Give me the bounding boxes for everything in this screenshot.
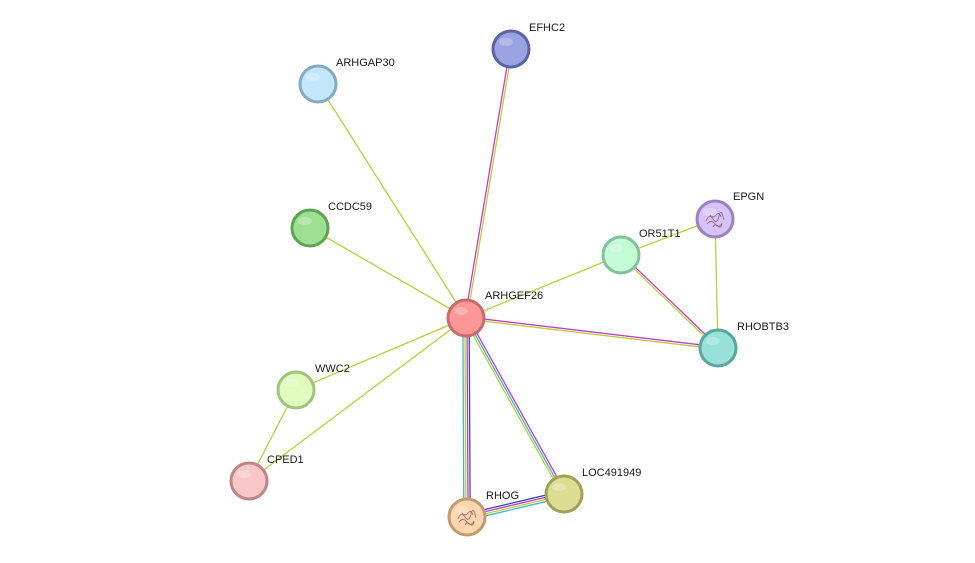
edge-or51t1-rhobtb3[interactable] — [619, 253, 720, 350]
node-ccdc59[interactable]: CCDC59 — [290, 201, 372, 248]
node-label: OR51T1 — [639, 228, 681, 240]
edge-arhgef26-efhc2[interactable] — [464, 48, 513, 319]
node-highlight — [454, 307, 468, 315]
edge-epgn-rhobtb3[interactable] — [714, 218, 719, 349]
node-highlight — [306, 73, 320, 81]
node-highlight — [237, 470, 251, 478]
edge-evidence-line — [714, 218, 719, 349]
node-circle — [298, 64, 338, 104]
edge-evidence-line — [463, 318, 563, 496]
edge-arhgef26-or51t1[interactable] — [465, 254, 622, 319]
node-circle — [276, 370, 316, 410]
edge-evidence-line — [466, 48, 513, 319]
node-loc491949[interactable]: LOC491949 — [544, 467, 641, 514]
edge-arhgef26-cped1[interactable] — [248, 317, 467, 482]
edge-evidence-line — [621, 253, 720, 348]
node-highlight — [706, 337, 720, 345]
node-highlight — [499, 38, 513, 46]
node-label: RHOBTB3 — [737, 321, 789, 333]
edge-evidence-line — [465, 316, 719, 348]
edges-layer — [248, 48, 720, 521]
node-highlight — [284, 379, 298, 387]
edge-evidence-line — [619, 255, 718, 350]
edge-evidence-line — [462, 317, 465, 518]
node-circle — [601, 235, 641, 275]
edge-evidence-line — [466, 317, 469, 518]
edge-evidence-line — [465, 317, 565, 495]
node-highlight — [298, 217, 312, 225]
node-highlight — [552, 483, 566, 491]
node-label: ARHGEF26 — [485, 290, 543, 302]
edge-arhgef26-arhgap30[interactable] — [317, 83, 467, 319]
edge-evidence-line — [295, 317, 467, 391]
node-label: LOC491949 — [582, 467, 641, 479]
edge-evidence-line — [465, 318, 719, 350]
edge-evidence-line — [317, 83, 467, 319]
node-circle — [544, 474, 584, 514]
node-highlight — [703, 208, 717, 216]
edge-arhgef26-loc491949[interactable] — [463, 316, 567, 496]
node-label: EPGN — [733, 191, 764, 203]
node-wwc2[interactable]: WWC2 — [276, 363, 350, 410]
edge-evidence-line — [468, 317, 471, 518]
node-arhgap30[interactable]: ARHGAP30 — [298, 57, 395, 104]
protein-structure-icon — [457, 509, 477, 526]
node-circle — [447, 497, 487, 537]
node-highlight — [455, 506, 469, 514]
node-circle — [229, 461, 269, 501]
node-cped1[interactable]: CPED1 — [229, 454, 304, 501]
edge-arhgef26-rhog[interactable] — [462, 317, 471, 518]
node-circle — [698, 328, 738, 368]
edge-evidence-line — [464, 48, 511, 319]
node-epgn[interactable]: EPGN — [695, 191, 764, 239]
node-circle — [491, 29, 531, 69]
edge-evidence-line — [467, 316, 567, 494]
edge-evidence-line — [309, 227, 467, 319]
node-highlight — [609, 244, 623, 252]
node-label: WWC2 — [315, 363, 350, 375]
protein-structure-icon — [705, 211, 725, 228]
node-rhog[interactable]: RHOG — [447, 490, 519, 537]
edge-arhgef26-wwc2[interactable] — [295, 317, 467, 391]
node-arhgef26[interactable]: ARHGEF26 — [446, 290, 543, 338]
node-label: CPED1 — [267, 454, 304, 466]
node-rhobtb3[interactable]: RHOBTB3 — [698, 321, 789, 368]
edge-evidence-line — [248, 317, 467, 482]
node-circle — [446, 298, 486, 338]
node-label: EFHC2 — [529, 22, 565, 34]
node-circle — [290, 208, 330, 248]
node-label: ARHGAP30 — [336, 57, 395, 69]
node-label: CCDC59 — [328, 201, 372, 213]
node-efhc2[interactable]: EFHC2 — [491, 22, 565, 69]
node-or51t1[interactable]: OR51T1 — [601, 228, 681, 275]
edge-arhgef26-ccdc59[interactable] — [309, 227, 467, 319]
edge-evidence-line — [465, 254, 622, 319]
node-label: RHOG — [486, 490, 519, 502]
node-circle — [695, 199, 735, 239]
edge-evidence-line — [464, 317, 467, 518]
edge-arhgef26-rhobtb3[interactable] — [465, 316, 719, 350]
